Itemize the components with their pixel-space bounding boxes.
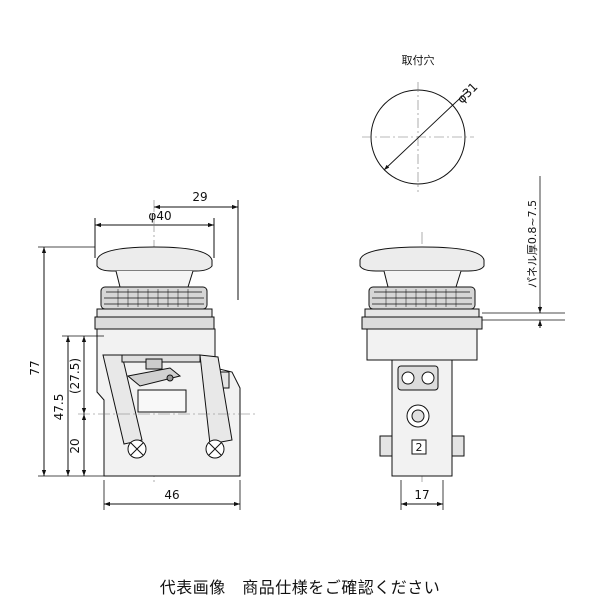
panel-nut [94,316,215,330]
collar-knurl-lines [104,291,204,305]
side-roller-left [401,371,415,385]
lever-arm-left [102,354,143,445]
dim-29-label: 29 [192,190,207,204]
side-port-inner [411,409,425,423]
side-panel-nut [361,316,483,330]
dim-46-label: 46 [164,488,179,502]
screw-left-cross [130,442,144,456]
side-body-upper [366,328,478,361]
inner-window [137,389,187,413]
side-collar-knurl-lines [372,291,472,305]
hole-title: 取付穴 [402,53,435,67]
port-label-box [411,439,427,455]
lever-arm-right [199,354,233,445]
side-mushroom-head [359,246,485,272]
dim-77-label: 77 [28,360,42,375]
side-roller-right [421,371,435,385]
dim-27-label: (27.5) [68,358,82,394]
flange [96,308,213,318]
dim-head-dia-label: φ40 [148,209,171,223]
side-collar-knurl-ticks [385,289,457,307]
dim-17-label: 17 [414,488,429,502]
dim-47-label: 47.5 [52,394,66,421]
head-stem [115,270,194,288]
side-fitting-right [451,435,465,457]
screw-right-cross [208,442,222,456]
mushroom-head [96,246,213,272]
collar-knurl-ticks [117,289,189,307]
pivot-pin [166,374,174,382]
side-fitting-left [379,435,393,457]
front-view: 29 φ40 [28,190,258,510]
actuator-stem [145,358,163,370]
hole-diameter-label: φ31 [454,80,480,106]
port-label: 2 [416,441,423,454]
side-flange [364,308,480,318]
panel-label: パネル厚0.8~7.5 [526,200,539,288]
caption: 代表画像 商品仕様をご確認ください [159,578,441,597]
mounting-hole: 取付穴 φ31 [362,53,481,192]
dim-20-label: 20 [68,438,82,453]
side-view: 2 パネル厚0.8~7.5 17 [359,176,565,510]
rocker [126,367,182,387]
hole-leader [455,90,469,103]
side-head-stem [383,270,462,288]
hole-diameter-line [383,101,457,171]
